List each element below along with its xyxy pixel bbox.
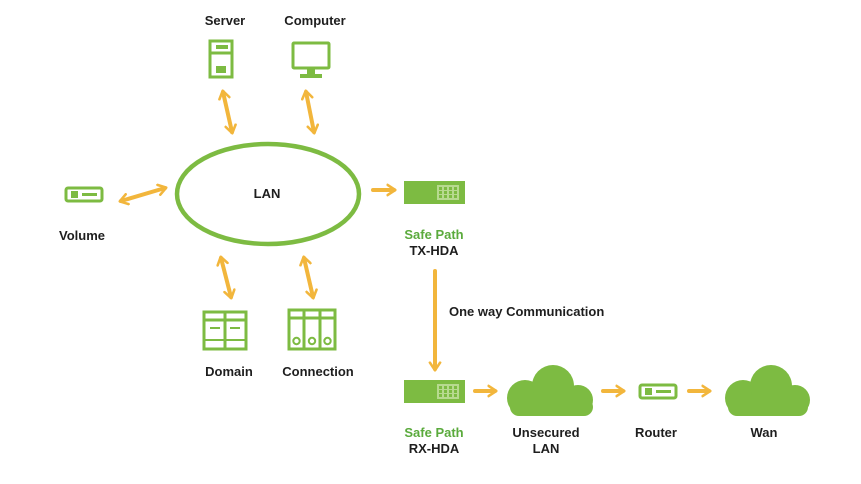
monitor-icon [291, 41, 331, 78]
tx-label: TX-HDA [409, 243, 459, 258]
rx-rack-device-icon [404, 380, 465, 403]
domain-icon [202, 310, 248, 351]
arrow-volume-lan [118, 183, 168, 206]
arrow-domain-lan [216, 255, 236, 300]
volume-device-icon [64, 186, 104, 203]
connection-label: Connection [282, 364, 354, 379]
tx-rack-device-icon [404, 181, 465, 204]
tx-brand-label: Safe Path [404, 227, 464, 242]
rx-label: RX-HDA [408, 441, 460, 456]
server-label: Server [204, 13, 246, 28]
router-label: Router [635, 425, 677, 440]
volume-label: Volume [59, 228, 105, 243]
wan-cloud-icon [725, 365, 810, 416]
unsecured-lan-label-line2: LAN [532, 441, 560, 456]
one-way-communication-label: One way Communication [449, 304, 605, 319]
rx-brand-label: Safe Path [404, 425, 464, 440]
unsecured-lan-label-line1: Unsecured [512, 425, 580, 440]
server-icon [208, 39, 234, 79]
wan-label: Wan [750, 425, 778, 440]
connection-icon [287, 308, 337, 351]
lan-ellipse [174, 141, 362, 247]
domain-label: Domain [205, 364, 253, 379]
unsecured-lan-cloud-icon [507, 365, 593, 416]
router-icon [638, 383, 678, 400]
computer-label: Computer [284, 13, 346, 28]
arrow-computer-lan [300, 89, 320, 135]
arrow-server-lan [218, 89, 237, 135]
arrow-connection-lan [299, 255, 318, 300]
lan-label: LAN [253, 186, 281, 201]
